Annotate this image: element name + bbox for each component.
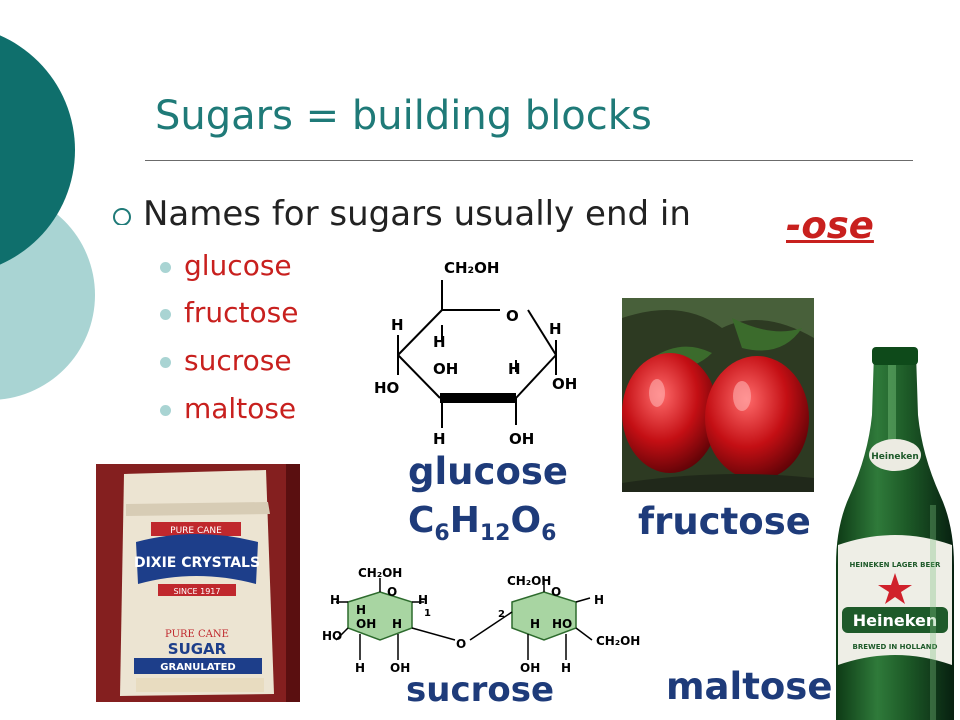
svg-text:H: H [392,617,402,631]
link-fructose[interactable]: fructose [184,296,299,329]
glucose-oh-label: OH [433,360,458,378]
bullet-icon [112,203,132,231]
svg-text:SINCE 1917: SINCE 1917 [174,587,221,596]
svg-text:HO: HO [552,617,572,631]
glucose-h-label: H [433,333,446,351]
svg-text:PURE CANE: PURE CANE [170,526,222,536]
glucose-o-label: O [506,307,519,325]
svg-text:H: H [330,593,340,607]
svg-text:H: H [530,617,540,631]
link-glucose[interactable]: glucose [184,249,292,282]
glucose-formula: C6H12O6 [408,500,557,547]
main-bullet-text: Names for sugars usually end in [143,194,691,234]
svg-text:1: 1 [424,608,431,619]
apple-photo [622,298,814,492]
svg-text:DIXIE CRYSTALS: DIXIE CRYSTALS [134,555,260,571]
svg-text:BREWED IN HOLLAND: BREWED IN HOLLAND [853,643,938,651]
slide-title: Sugars = building blocks [155,93,652,139]
glucose-ho-label: HO [374,379,399,397]
glucose-structure-diagram: CH₂OH O H H OH H H HO OH H OH [374,259,577,448]
bullet-dot-icon [160,357,171,368]
glucose-oh-label: OH [552,375,577,393]
beer-bottle-photo: Heineken HEINEKEN LAGER BEER Heineken BR… [836,347,954,720]
svg-text:PURE CANE: PURE CANE [165,629,229,640]
svg-text:2: 2 [498,609,505,620]
svg-text:HO: HO [322,629,342,643]
bullet-dot-icon [160,262,171,273]
link-maltose[interactable]: maltose [184,392,297,425]
svg-text:Heineken: Heineken [871,452,919,462]
svg-text:OH: OH [520,661,540,675]
svg-text:HEINEKEN LAGER BEER: HEINEKEN LAGER BEER [850,561,942,569]
svg-text:SUGAR: SUGAR [168,640,227,658]
svg-text:CH₂OH: CH₂OH [507,574,551,588]
svg-text:O: O [551,585,561,599]
link-sucrose[interactable]: sucrose [184,344,292,377]
svg-text:H: H [418,593,428,607]
svg-text:H: H [356,603,366,617]
svg-text:CH₂OH: CH₂OH [358,566,402,580]
sugar-bag-photo: PURE CANE DIXIE CRYSTALS SINCE 1917 PURE… [96,464,300,702]
fructose-label: fructose [638,500,811,543]
sucrose-label: sucrose [406,670,555,710]
glucose-label: glucose [408,450,568,493]
svg-text:Heineken: Heineken [853,611,937,630]
svg-text:O: O [387,585,397,599]
svg-text:GRANULATED: GRANULATED [160,662,235,673]
title-divider [145,160,913,161]
glucose-ch2oh-label: CH₂OH [444,259,499,277]
svg-text:H: H [561,661,571,675]
glucose-h-label: H [391,316,404,334]
svg-text:OH: OH [356,617,376,631]
svg-text:OH: OH [390,661,410,675]
glucose-h-label: H [433,430,446,448]
glucose-oh-label: OH [509,430,534,448]
bullet-dot-icon [160,405,171,416]
ose-suffix: -ose [786,204,874,247]
sucrose-structure-diagram: CH₂OH CH₂OH O O H H OH H H 1 HO H OH O 2… [322,566,640,675]
bullet-dot-icon [160,309,171,320]
svg-text:O: O [456,637,466,651]
glucose-h-label: H [549,320,562,338]
svg-text:H: H [355,661,365,675]
maltose-label: maltose [666,665,833,708]
svg-text:H: H [594,593,604,607]
glucose-h-label: H [508,360,521,378]
svg-text:CH₂OH: CH₂OH [596,634,640,648]
